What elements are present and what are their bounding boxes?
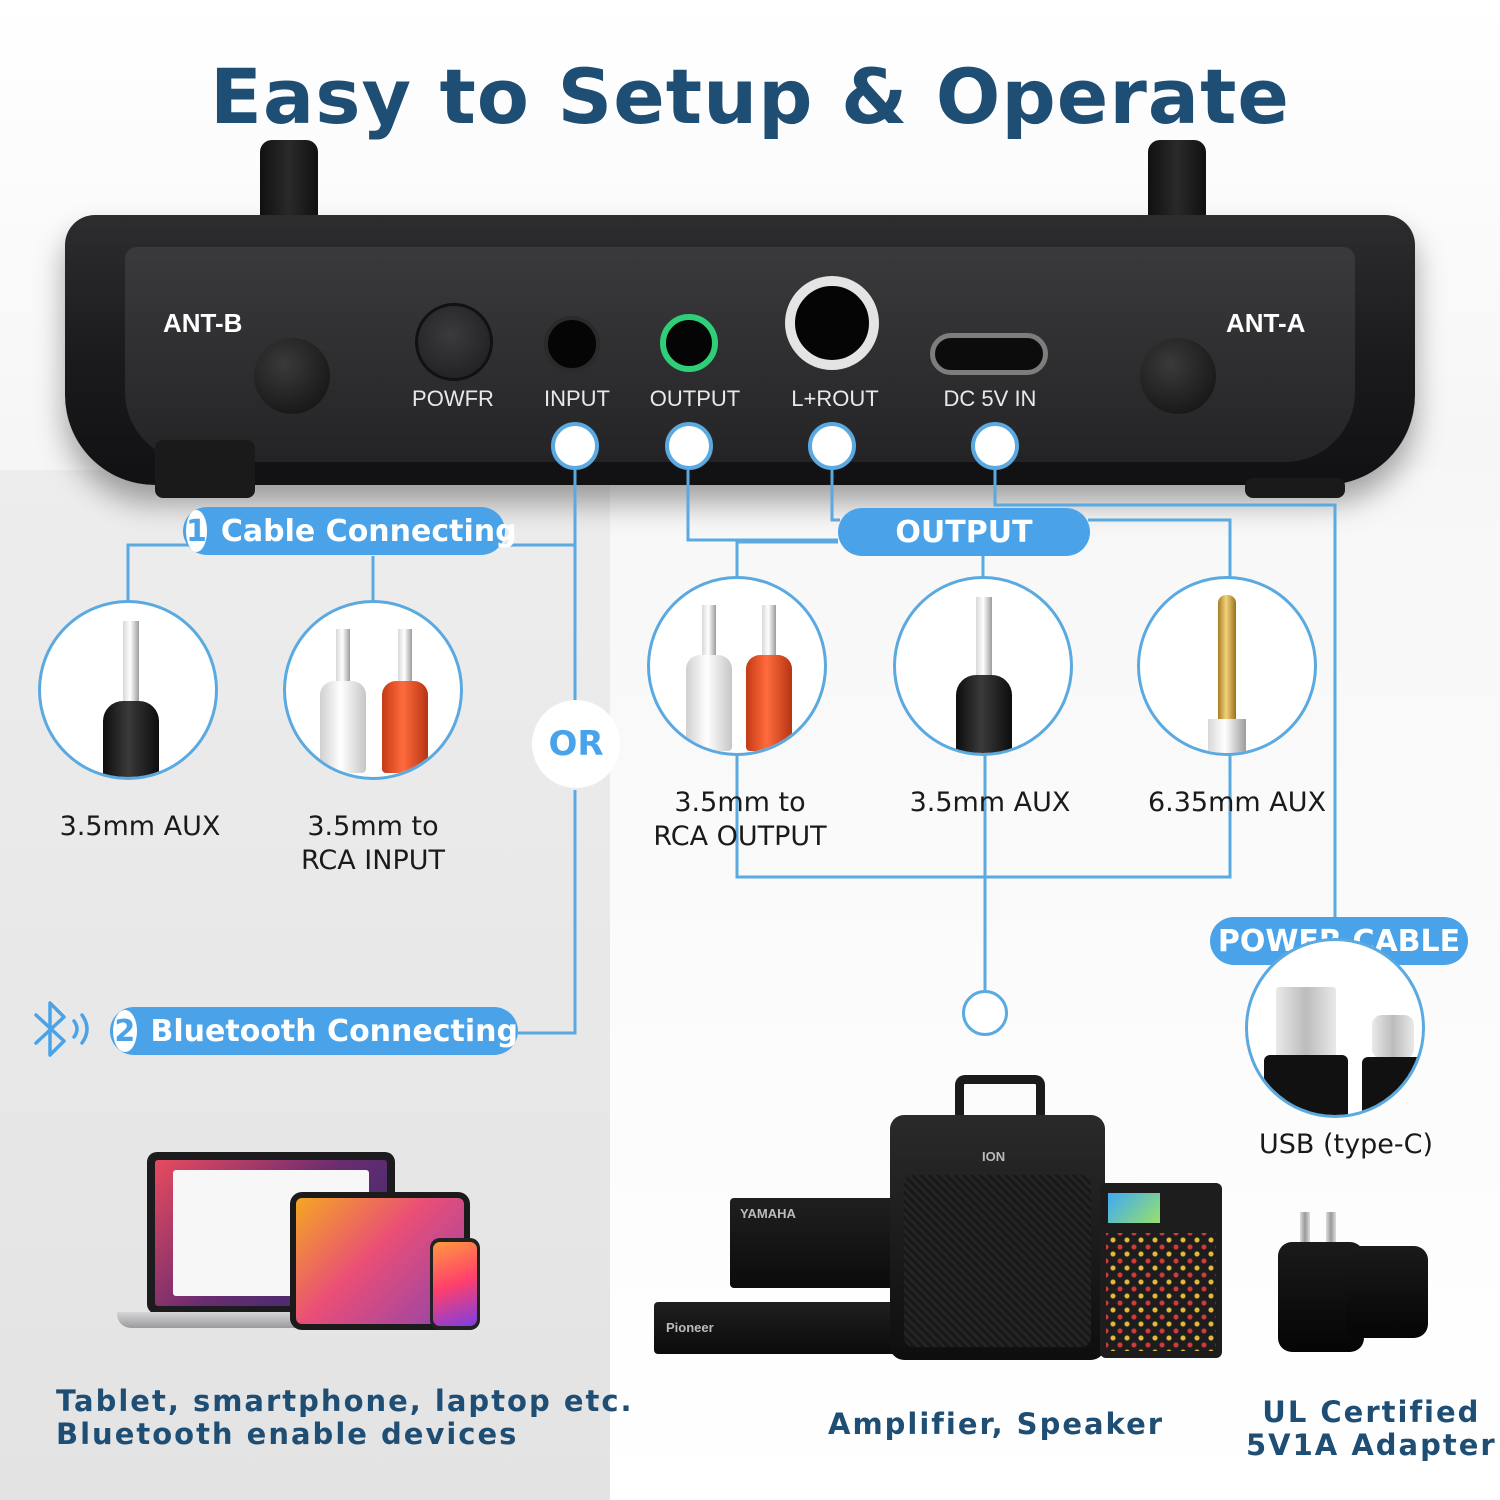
output-port-dot — [665, 422, 713, 470]
bluetooth-connecting-pill: 2 Bluetooth Connecting — [110, 1007, 518, 1055]
caption-line: RCA INPUT — [300, 844, 446, 876]
smartphone-image — [430, 1238, 480, 1330]
bluetooth-connecting-label: Bluetooth Connecting — [150, 1013, 519, 1049]
caption-line: UL Certified — [1262, 1395, 1481, 1429]
page-title: Easy to Setup & Operate — [210, 52, 1290, 141]
adapter-prong-left — [1300, 1212, 1310, 1248]
caption-line: RCA OUTPUT — [653, 820, 827, 852]
usb-c-plug-icon — [1372, 1015, 1414, 1059]
antenna-a-base — [1140, 338, 1216, 414]
port-label-input: INPUT — [544, 386, 610, 411]
amplifier-caption: Amplifier, Speaker — [828, 1407, 1165, 1441]
antenna-b-base — [254, 338, 330, 414]
cable-connecting-pill: 1 Cable Connecting — [183, 507, 517, 555]
input-caption-aux: 3.5mm AUX — [40, 810, 240, 844]
ant-a-label: ANT-A — [1226, 308, 1306, 338]
output-caption-aux: 3.5mm AUX — [890, 786, 1090, 820]
bluetooth-icon — [34, 1001, 89, 1057]
input-rca-circle — [283, 600, 463, 780]
usb-caption: USB (type-C) — [1259, 1129, 1433, 1160]
port-label-power: POWFR — [412, 386, 494, 411]
device-foot-left — [155, 440, 255, 498]
caption-line: Bluetooth enable devices — [56, 1417, 519, 1452]
adapter-caption: UL Certified 5V1A Adapter — [1246, 1395, 1497, 1463]
dvd-brand: Pioneer — [666, 1320, 714, 1335]
audio-sink-dot — [962, 990, 1008, 1036]
caption-line: 3.5mm AUX — [59, 811, 221, 842]
port-label-lr-out: L+ROUT — [791, 386, 879, 411]
mixer-image — [1100, 1183, 1222, 1358]
step-number-2: 2 — [113, 1010, 137, 1052]
dc-in-port-dot — [971, 422, 1019, 470]
cable-connecting-label: Cable Connecting — [220, 513, 517, 549]
caption-line: 5V1A Adapter — [1246, 1428, 1497, 1463]
caption-line: 3.5mm to — [674, 787, 806, 818]
ant-b-label: ANT-B — [163, 308, 243, 338]
caption-line: 6.35mm AUX — [1147, 787, 1327, 818]
usb-cable-circle — [1245, 938, 1425, 1118]
output-caption-635: 6.35mm AUX — [1130, 786, 1344, 820]
caption-line: Tablet, smartphone, laptop etc. — [56, 1384, 634, 1418]
dvd-player-image: Pioneer — [654, 1302, 900, 1354]
caption-line: 3.5mm to — [307, 811, 439, 842]
lr-out-port-dot — [808, 422, 856, 470]
input-port-dot — [551, 422, 599, 470]
dc-5v-port — [930, 333, 1048, 375]
input-jack — [544, 316, 600, 372]
lr-output-jack — [785, 276, 879, 370]
caption-line: 3.5mm AUX — [909, 787, 1071, 818]
receiver-brand: YAMAHA — [740, 1206, 796, 1221]
output-rca-circle — [647, 576, 827, 756]
input-caption-rca: 3.5mm to RCA INPUT — [270, 810, 476, 878]
pa-speaker-image: ION — [890, 1115, 1105, 1360]
output-3-5mm-aux-circle — [893, 576, 1073, 756]
speaker-handle — [955, 1075, 1045, 1123]
device-foot-right — [1245, 478, 1345, 498]
adapter-prong-right — [1326, 1212, 1336, 1248]
power-adapter-side — [1346, 1246, 1428, 1338]
power-button — [415, 303, 493, 381]
or-badge: OR — [532, 700, 620, 788]
output-jack — [660, 314, 718, 372]
bluetooth-devices-caption: Tablet, smartphone, laptop etc. Bluetoot… — [56, 1384, 634, 1452]
output-pill-label: OUTPUT — [895, 514, 1033, 550]
port-label-output: OUTPUT — [649, 386, 741, 411]
output-pill: OUTPUT — [838, 508, 1090, 556]
usb-a-plug-icon — [1276, 987, 1336, 1057]
input-3-5mm-aux-circle — [38, 600, 218, 780]
speaker-brand: ION — [982, 1149, 1006, 1164]
output-caption-rca: 3.5mm to RCA OUTPUT — [640, 786, 840, 854]
output-6-35mm-aux-circle — [1137, 576, 1317, 756]
av-receiver-image: YAMAHA — [730, 1198, 900, 1288]
step-number-1: 1 — [186, 510, 207, 552]
port-label-dc-in: DC 5V IN — [943, 386, 1037, 411]
